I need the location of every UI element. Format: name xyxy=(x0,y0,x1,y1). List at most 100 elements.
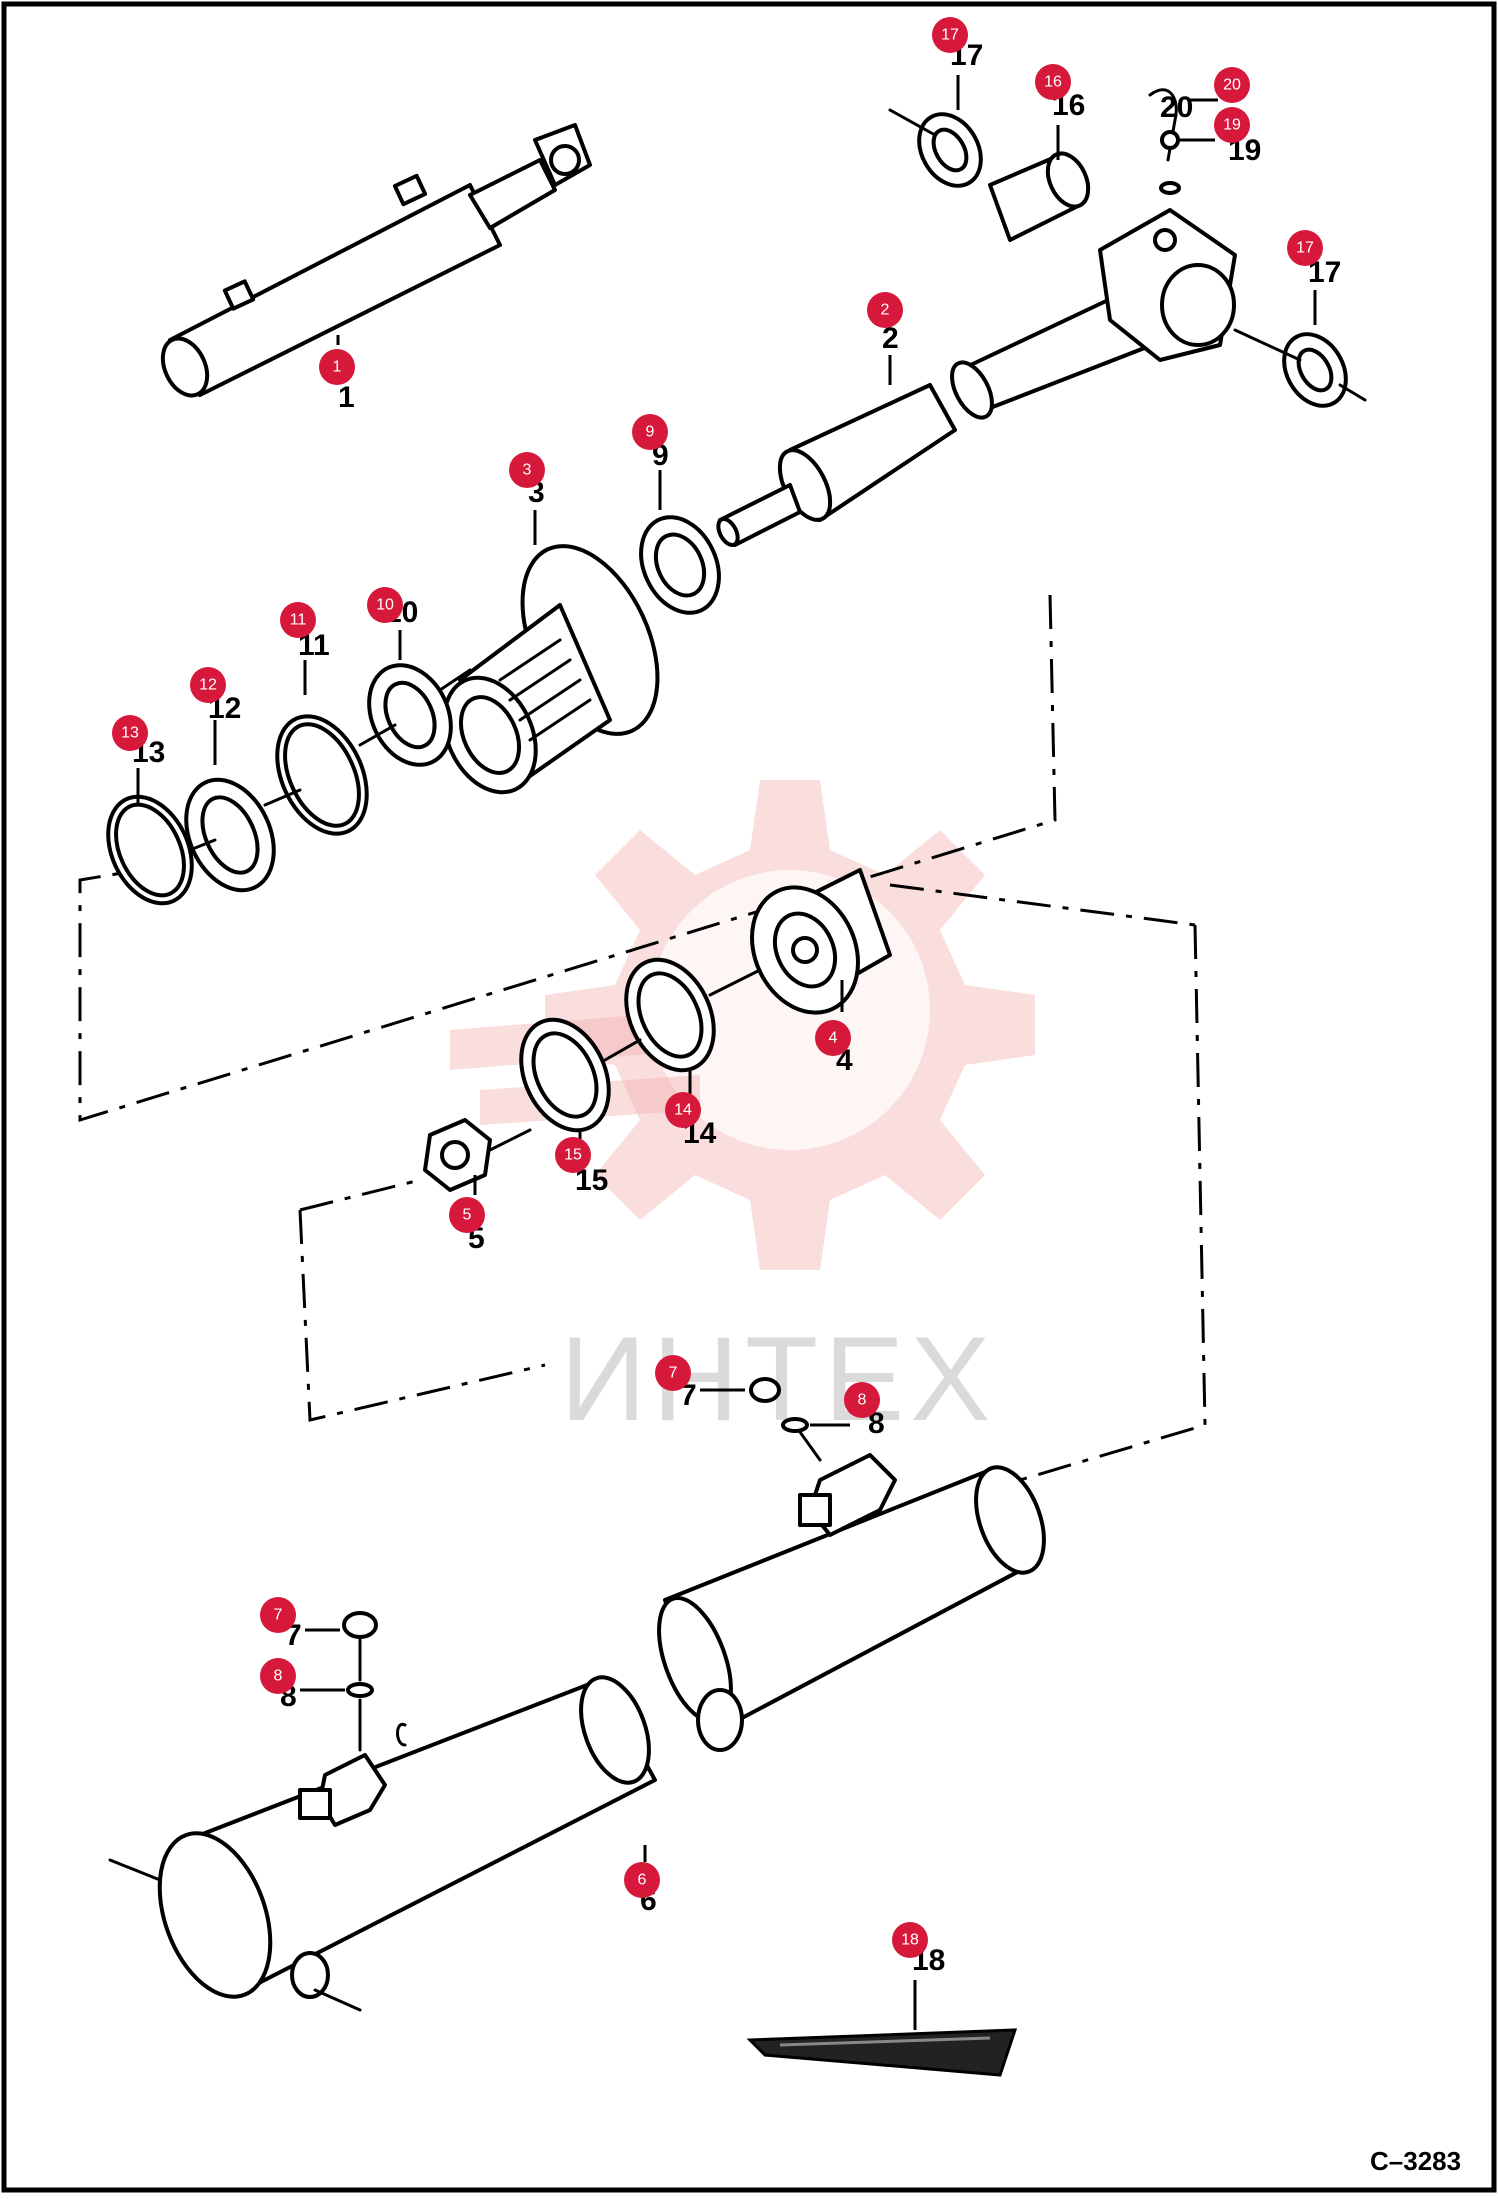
part-badge[interactable]: 3 xyxy=(509,452,545,488)
badge-circle-icon xyxy=(867,292,903,328)
part-badge[interactable]: 7 xyxy=(260,1597,296,1633)
badge-circle-icon xyxy=(815,1020,851,1056)
badge-number: 17 xyxy=(1296,240,1314,257)
part-badge[interactable]: 13 xyxy=(112,715,148,751)
badge-number: 7 xyxy=(274,1607,283,1624)
badge-number: 15 xyxy=(564,1147,582,1164)
part-number-label: 2 xyxy=(882,322,899,355)
part-badge[interactable]: 17 xyxy=(932,17,968,53)
badge-circle-icon xyxy=(260,1597,296,1633)
badge-number: 3 xyxy=(523,462,532,479)
badge-circle-icon xyxy=(632,414,668,450)
badge-circle-icon xyxy=(624,1862,660,1898)
part-2-piston-rod xyxy=(716,283,1167,547)
badge-number: 14 xyxy=(674,1102,692,1119)
part-badge[interactable]: 8 xyxy=(260,1658,296,1694)
assembly-line-piston xyxy=(889,883,1196,927)
callout-p7a: 77 xyxy=(655,1355,745,1412)
badge-number: 5 xyxy=(463,1207,472,1224)
grease-fittings xyxy=(342,1377,822,1752)
part-badge[interactable]: 10 xyxy=(367,587,403,623)
part-badge[interactable]: 15 xyxy=(555,1137,591,1173)
drawing-code: C–3283 xyxy=(1370,2146,1461,2176)
piston-assembly xyxy=(423,868,892,1192)
badge-circle-icon xyxy=(932,17,968,53)
badge-circle-icon xyxy=(319,349,355,385)
callout-p4: 44 xyxy=(815,980,853,1077)
badge-circle-icon xyxy=(260,1658,296,1694)
part-badge[interactable]: 5 xyxy=(449,1197,485,1233)
badge-circle-icon xyxy=(665,1092,701,1128)
assembly-line-right xyxy=(1019,924,1207,1482)
badge-number: 13 xyxy=(121,725,139,742)
callout-p8a: 88 xyxy=(810,1382,885,1440)
badge-circle-icon xyxy=(190,667,226,703)
part-badge[interactable]: 6 xyxy=(624,1862,660,1898)
part-badge[interactable]: 14 xyxy=(665,1092,701,1128)
part-badge[interactable]: 2 xyxy=(867,292,903,328)
callout-p9: 99 xyxy=(632,414,669,510)
callout-p3: 33 xyxy=(509,452,545,545)
seal-rings-upper xyxy=(106,515,721,906)
badge-number: 20 xyxy=(1223,77,1241,94)
badge-number: 1 xyxy=(333,359,342,376)
badge-circle-icon xyxy=(1214,107,1250,143)
badge-number: 4 xyxy=(829,1030,838,1047)
badge-circle-icon xyxy=(844,1382,880,1418)
callout-p7b: 77 xyxy=(260,1597,340,1652)
part-3-gland xyxy=(442,544,660,795)
callout-p1: 11 xyxy=(319,335,355,414)
part-18-decal xyxy=(746,2028,1018,2077)
part-badge[interactable]: 16 xyxy=(1035,64,1071,100)
badge-number: 7 xyxy=(669,1365,678,1382)
badge-circle-icon xyxy=(892,1922,928,1958)
badge-circle-icon xyxy=(449,1197,485,1233)
part-badge[interactable]: 11 xyxy=(280,602,316,638)
part-number-label: 7 xyxy=(680,1379,697,1412)
badge-circle-icon xyxy=(112,715,148,751)
part-badge[interactable]: 4 xyxy=(815,1020,851,1056)
callout-p2: 22 xyxy=(867,292,903,385)
badge-number: 9 xyxy=(646,424,655,441)
badge-circle-icon xyxy=(509,452,545,488)
badge-number: 2 xyxy=(881,302,890,319)
part-badge[interactable]: 1 xyxy=(319,349,355,385)
badge-circle-icon xyxy=(280,602,316,638)
badge-circle-icon xyxy=(655,1355,691,1391)
badge-circle-icon xyxy=(1287,230,1323,266)
assembly-line-lower xyxy=(298,1209,546,1422)
part-number-label: 8 xyxy=(868,1407,885,1440)
badge-number: 8 xyxy=(858,1392,867,1409)
part-badge[interactable]: 7 xyxy=(655,1355,691,1391)
badge-number: 6 xyxy=(638,1872,647,1889)
part-number-label: 1 xyxy=(338,381,355,414)
badge-circle-icon xyxy=(1214,67,1250,103)
part-badge[interactable]: 19 xyxy=(1214,107,1250,143)
badge-number: 19 xyxy=(1223,117,1241,134)
callout-p8b: 88 xyxy=(260,1658,345,1713)
part-6-barrel xyxy=(108,1453,1046,2012)
part-badge[interactable]: 17 xyxy=(1287,230,1323,266)
callout-p5: 55 xyxy=(449,1175,485,1255)
part-badge[interactable]: 18 xyxy=(892,1922,928,1958)
assembly-line-nut xyxy=(299,1178,421,1212)
part-badge[interactable]: 20 xyxy=(1214,67,1250,103)
badge-number: 10 xyxy=(376,597,394,614)
watermark-text: ИНТЕХ xyxy=(560,1312,996,1446)
part-badge[interactable]: 9 xyxy=(632,414,668,450)
badge-number: 18 xyxy=(901,1932,919,1949)
part-badge[interactable]: 8 xyxy=(844,1382,880,1418)
part-badge[interactable]: 12 xyxy=(190,667,226,703)
